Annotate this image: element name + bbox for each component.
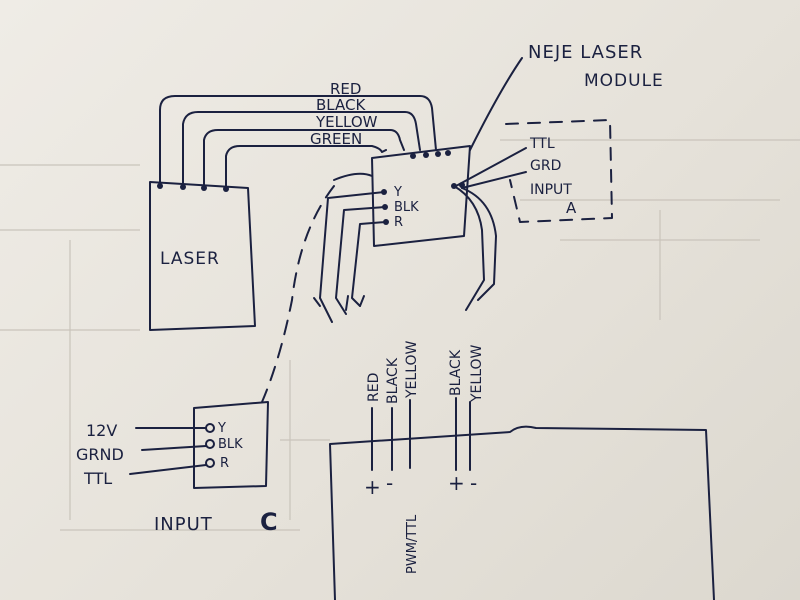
pwm-ttl-label: PWM/TTL xyxy=(405,514,420,574)
wire-label-black: BLACK xyxy=(316,96,366,114)
wire-label-green: GREEN xyxy=(310,130,362,148)
vlabel-black-2: BLACK xyxy=(448,349,464,396)
input-c-letter: C xyxy=(260,508,278,536)
polarity-minus-2: - xyxy=(470,471,477,495)
laser-pin-3 xyxy=(201,185,207,191)
polarity-minus-1: - xyxy=(386,471,393,495)
input-a-letter: A xyxy=(566,199,577,217)
vlabel-yellow-2: YELLOW xyxy=(469,344,485,403)
input-a-ttl: TTL xyxy=(529,136,555,152)
input-c-grnd: GRND xyxy=(76,445,124,464)
vertical-labels: RED BLACK YELLOW BLACK YELLOW xyxy=(366,340,485,404)
input-a-grd: GRD xyxy=(530,158,561,174)
wire-label-yellow: YELLOW xyxy=(315,113,378,131)
input-c-name: INPUT xyxy=(154,514,213,535)
laser-pin-2 xyxy=(180,184,186,190)
input-c-pin-blk: BLK xyxy=(218,437,243,452)
input-c-box: Y BLK R 12V GRND TTL INPUT C xyxy=(76,401,278,536)
input-c-pin-r: R xyxy=(220,456,229,471)
vlabel-black: BLACK xyxy=(385,357,401,404)
module-title-line2: MODULE xyxy=(584,71,664,91)
paper-show-through xyxy=(0,139,800,531)
controller-board xyxy=(329,425,715,600)
vlabel-yellow: YELLOW xyxy=(404,340,420,399)
module-title-line1: NEJE LASER xyxy=(528,42,643,63)
input-a-box: TTL GRD INPUT A xyxy=(455,119,613,223)
laser-pin-4 xyxy=(223,186,229,192)
module-pin-blk: BLK xyxy=(394,200,419,215)
module-pin-r: R xyxy=(394,215,403,230)
laser-box: LASER xyxy=(149,181,256,331)
polarity-plus-1: + xyxy=(364,475,381,499)
module-box: Y BLK R xyxy=(333,145,471,247)
laser-pin-1 xyxy=(157,183,163,189)
input-c-ttl: TTL xyxy=(83,469,112,488)
module-pin-y: Y xyxy=(393,185,402,200)
controller-wires xyxy=(371,397,471,471)
input-c-pin-y: Y xyxy=(217,421,226,436)
vlabel-red: RED xyxy=(366,373,382,402)
laser-label: LASER xyxy=(160,249,220,269)
input-c-12v: 12V xyxy=(86,421,117,440)
dashed-leader-input-c xyxy=(261,185,335,403)
polarity-marks: + - + - xyxy=(364,471,477,499)
module-left-wires xyxy=(313,191,387,323)
wire-label-group: RED BLACK YELLOW GREEN xyxy=(310,80,378,148)
input-a-name: INPUT xyxy=(530,182,572,198)
module-title: NEJE LASER MODULE xyxy=(469,42,664,151)
module-right-wires xyxy=(453,185,497,311)
wire-label-red: RED xyxy=(330,80,361,98)
top-wires xyxy=(159,95,437,189)
polarity-plus-2: + xyxy=(448,471,465,495)
